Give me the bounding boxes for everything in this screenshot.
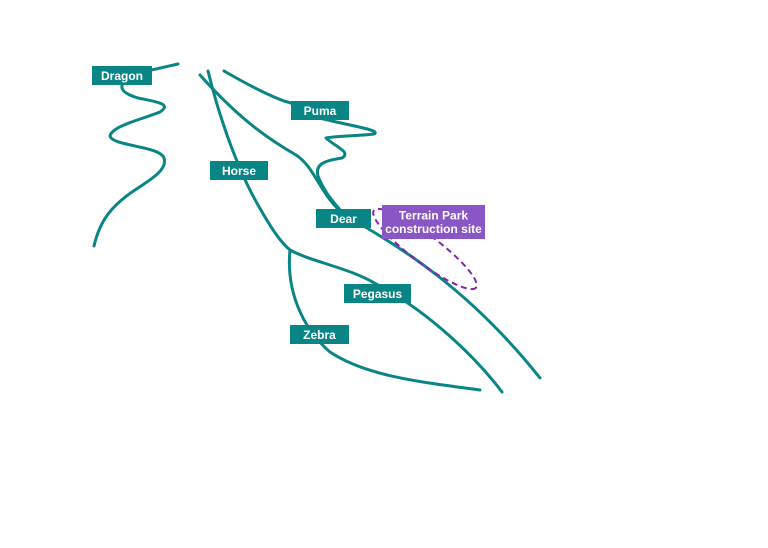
trail-horse-line[interactable] <box>206 69 292 252</box>
trail-label-dragon[interactable]: Dragon <box>92 66 152 85</box>
trail-label-box <box>291 101 349 120</box>
trail-label-text: Pegasus <box>353 287 403 301</box>
construction-zone-label-line1: Terrain Park <box>399 209 468 223</box>
trail-label-text: Horse <box>222 164 256 178</box>
trail-zebra-line[interactable] <box>287 248 482 392</box>
trail-label-zebra[interactable]: Zebra <box>290 325 349 344</box>
trail-dear-line[interactable] <box>198 73 542 380</box>
trail-label-horse[interactable]: Horse <box>210 161 268 180</box>
trail-label-box <box>344 284 411 303</box>
trail-label-pegasus[interactable]: Pegasus <box>344 284 411 303</box>
trail-label-box <box>92 66 152 85</box>
trail-label-dear[interactable]: Dear <box>316 209 371 228</box>
construction-zone-label-line2: construction site <box>385 222 482 236</box>
trail-puma-line[interactable] <box>222 69 377 218</box>
trail-label-box <box>210 161 268 180</box>
construction-zone-label-box <box>382 205 485 239</box>
trail-label-text: Dear <box>330 212 357 226</box>
trail-label-text: Puma <box>304 104 337 118</box>
trail-label-text: Dragon <box>101 69 143 83</box>
trail-label-box <box>290 325 349 344</box>
trail-labels: Dragon Puma Horse Dear Pegasus Zebra <box>92 66 411 344</box>
trail-label-puma[interactable]: Puma <box>291 101 349 120</box>
construction-zone[interactable]: Terrain Park construction site <box>365 199 485 298</box>
trail-label-box <box>316 209 371 228</box>
trail-label-text: Zebra <box>303 328 336 342</box>
trail-dragon-line[interactable] <box>92 62 180 248</box>
